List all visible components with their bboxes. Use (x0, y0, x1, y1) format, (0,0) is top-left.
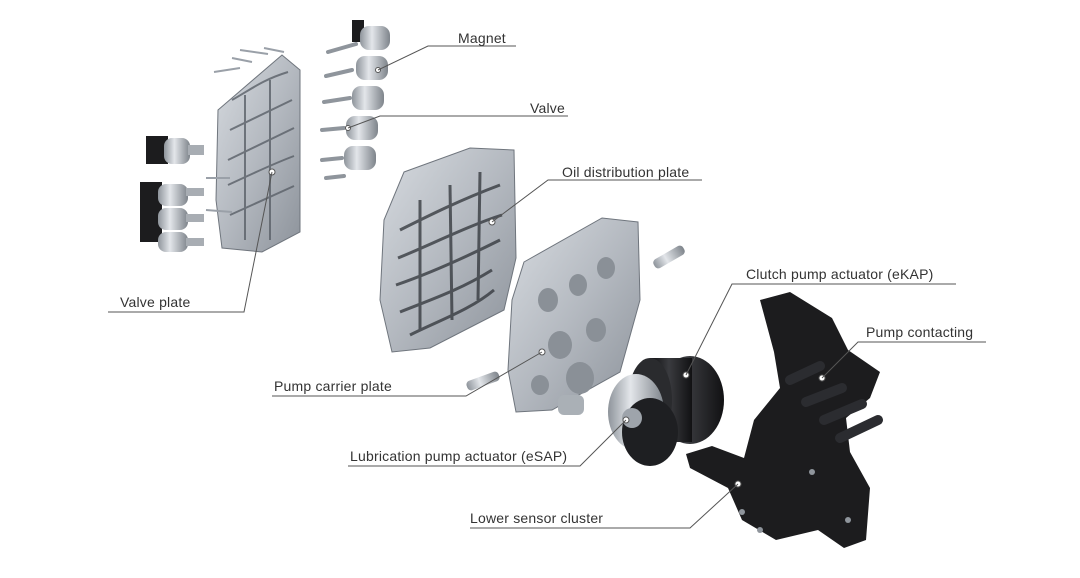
label-lower-sensor-cluster: Lower sensor cluster (470, 510, 604, 526)
leader-line-valve (347, 115, 568, 129)
leader-line-clutch-pump-actuator (685, 283, 956, 376)
left-solenoids-part (140, 136, 204, 252)
label-pump-carrier-plate: Pump carrier plate (274, 378, 392, 394)
label-lubrication-pump-actuator: Lubrication pump actuator (eSAP) (350, 448, 568, 464)
valve-plate-part (205, 47, 301, 253)
leader-line-pump-contacting (821, 341, 986, 379)
black-frame-part (686, 292, 883, 548)
label-valve-plate: Valve plate (120, 294, 191, 310)
leader-line-lubrication-pump-actuator (348, 419, 627, 467)
magnet-valve-column-part (320, 20, 390, 180)
leader-line-magnet (377, 45, 516, 71)
pump-carrier-plate-part (466, 217, 685, 415)
leader-line-oil-distribution-plate (491, 179, 702, 223)
leader-line-valve-plate (108, 171, 273, 313)
leader-lines (108, 45, 986, 529)
pump-actuators-part (608, 356, 724, 466)
label-clutch-pump-actuator: Clutch pump actuator (eKAP) (746, 266, 934, 282)
oil-distribution-plate-part (379, 147, 517, 353)
label-magnet: Magnet (458, 30, 506, 46)
leader-line-lower-sensor-cluster (470, 483, 739, 529)
leader-line-pump-carrier-plate (272, 351, 543, 397)
label-oil-distribution-plate: Oil distribution plate (562, 164, 690, 180)
label-pump-contacting: Pump contacting (866, 324, 974, 340)
label-valve: Valve (530, 100, 565, 116)
